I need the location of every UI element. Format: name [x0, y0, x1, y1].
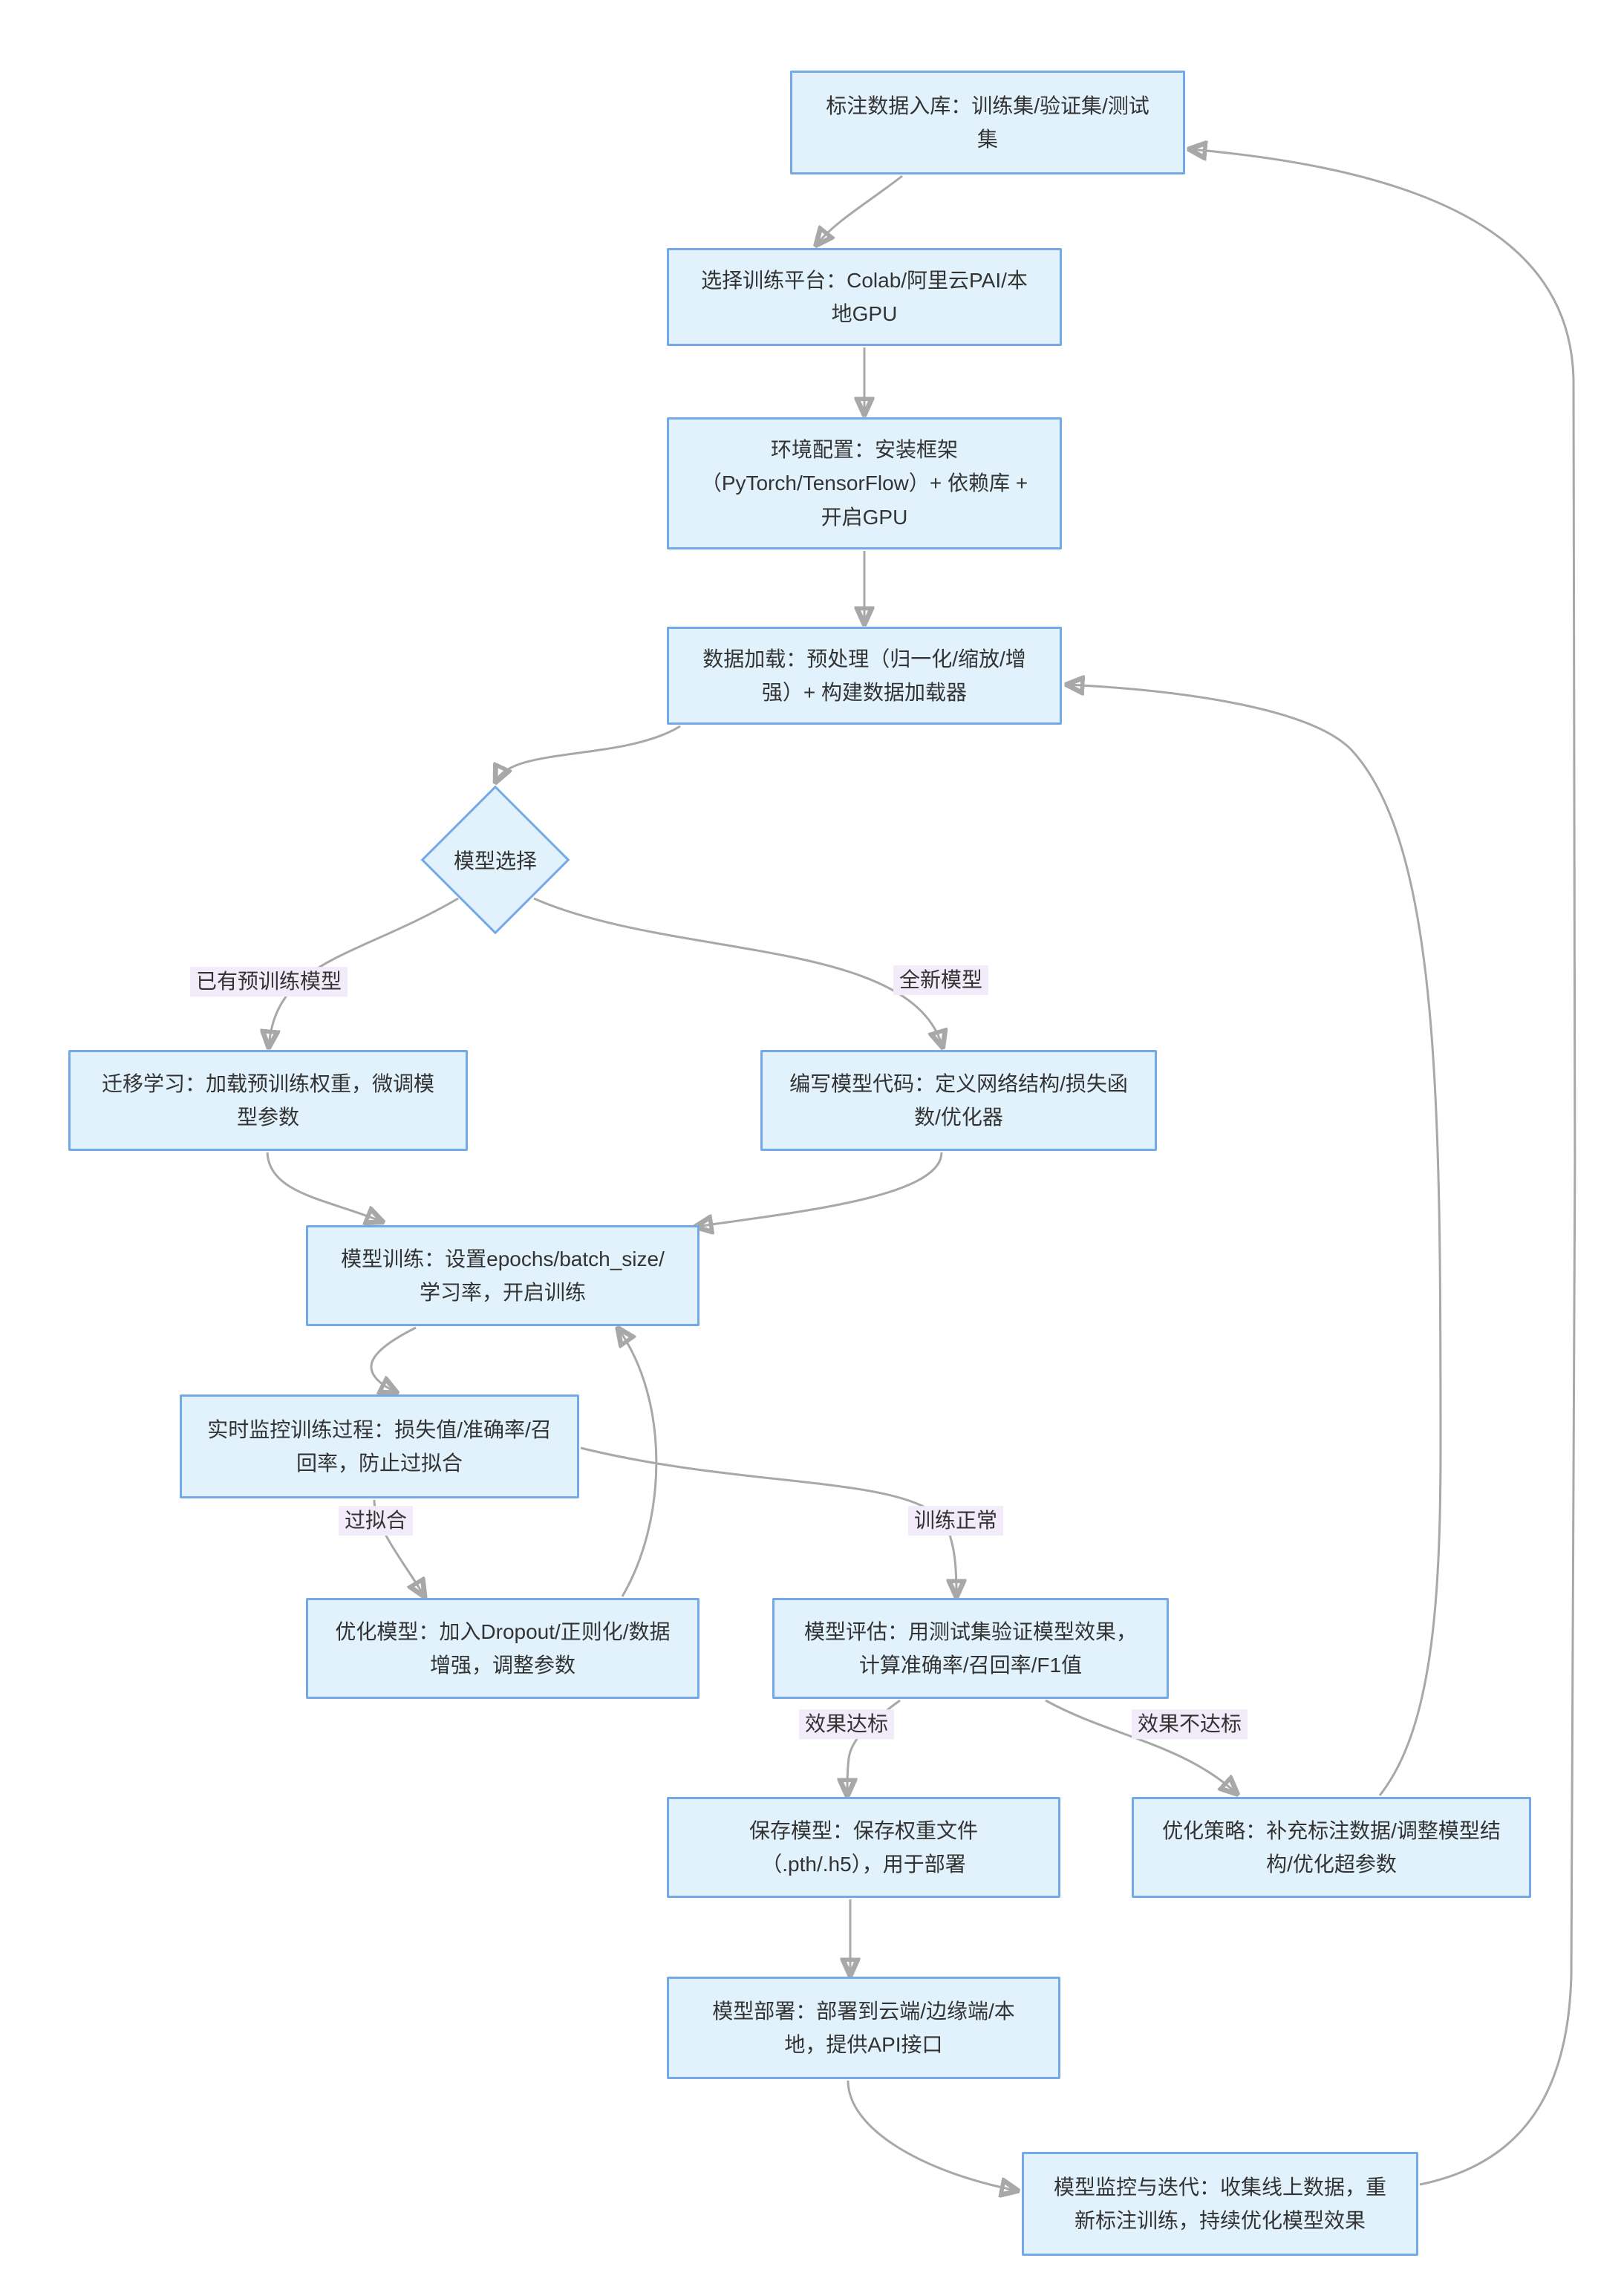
edge-label-train-normal: 训练正常: [907, 1506, 1004, 1536]
node-ingest: 标注数据入库：训练集/验证集/测试集: [790, 71, 1185, 174]
edge-label-new-model: 全新模型: [893, 965, 989, 995]
edge-label-overfit: 过拟合: [338, 1506, 414, 1536]
node-evaluate: 模型评估：用测试集验证模型效果，计算准确率/召回率/F1值: [772, 1598, 1169, 1699]
diamond-label: 模型选择: [453, 849, 537, 872]
node-platform: 选择训练平台：Colab/阿里云PAI/本地GPU: [667, 248, 1062, 346]
edge-label-goal-met: 效果达标: [798, 1709, 895, 1739]
node-model-select: 模型选择: [420, 785, 570, 935]
edge-writecode-train: [697, 1152, 943, 1227]
node-deploy: 模型部署：部署到云端/边缘端/本地，提供API接口: [667, 1977, 1060, 2079]
edge-deploy-iterate: [847, 2080, 1017, 2190]
node-monitor: 实时监控训练过程：损失值/准确率/召回率，防止过拟合: [180, 1394, 579, 1498]
edge-iterate-ingest: [1190, 149, 1576, 2186]
edge-train-monitor: [370, 1326, 417, 1392]
node-train: 模型训练：设置epochs/batch_size/学习率，开启训练: [306, 1225, 700, 1326]
node-transfer: 迁移学习：加载预训练权重，微调模型参数: [68, 1050, 468, 1151]
node-write-code: 编写模型代码：定义网络结构/损失函数/优化器: [760, 1050, 1157, 1151]
node-env: 环境配置：安装框架（PyTorch/TensorFlow）+ 依赖库 + 开启G…: [667, 417, 1062, 549]
node-save: 保存模型：保存权重文件（.pth/.h5），用于部署: [667, 1797, 1060, 1898]
edge-label-goal-not-met: 效果不达标: [1131, 1709, 1248, 1739]
node-iterate: 模型监控与迭代：收集线上数据，重新标注训练，持续优化模型效果: [1022, 2152, 1418, 2256]
node-optimize-model: 优化模型：加入Dropout/正则化/数据增强，调整参数: [306, 1598, 700, 1699]
node-strategy: 优化策略：补充标注数据/调整模型结构/优化超参数: [1132, 1797, 1531, 1898]
edge-monitor-evaluate: [580, 1446, 956, 1596]
node-dataload: 数据加载：预处理（归一化/缩放/增强）+ 构建数据加载器: [667, 627, 1062, 725]
edge-evaluate-strategy: [1045, 1699, 1236, 1793]
edge-modelselect-writecode: [533, 897, 942, 1046]
edge-strategy-dataload: [1068, 685, 1442, 1796]
edge-label-pretrained: 已有预训练模型: [189, 967, 348, 996]
edge-optimize-train: [619, 1329, 658, 1597]
edge-modelselect-transfer: [269, 897, 459, 1046]
edge-ingest-platform: [817, 174, 903, 244]
edge-transfer-train: [266, 1152, 382, 1221]
edge-dataload-modelselect: [496, 725, 681, 781]
